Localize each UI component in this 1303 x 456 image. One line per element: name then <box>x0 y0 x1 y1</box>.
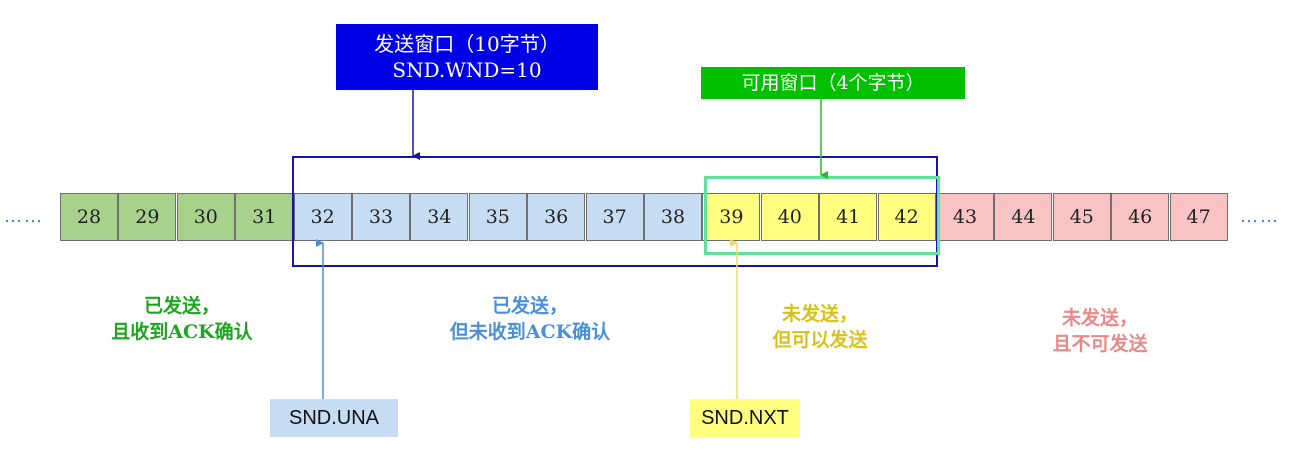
byte-cell: 41 <box>819 193 878 241</box>
caption-unusable-line2: 且不可发送 <box>1052 332 1148 355</box>
byte-cell: 33 <box>352 193 410 241</box>
usable-window-title: 可用窗口（4个字节） <box>741 71 925 94</box>
right-ellipsis: …… <box>1240 206 1280 227</box>
byte-cell: 45 <box>1052 193 1111 241</box>
byte-cell: 44 <box>994 193 1053 241</box>
byte-cell: 40 <box>760 193 819 241</box>
byte-cell: 35 <box>468 193 527 241</box>
byte-cell: 30 <box>176 193 235 241</box>
byte-cell: 39 <box>702 193 761 241</box>
caption-acked: 已发送， 且收到ACK确认 <box>72 294 292 345</box>
snd-nxt-label: SND.NXT <box>690 399 800 437</box>
caption-acked-line2: 且收到ACK确认 <box>111 320 253 343</box>
byte-cell: 47 <box>1169 193 1228 241</box>
snd-nxt-text: SND.NXT <box>701 407 789 429</box>
byte-cell: 34 <box>410 193 469 241</box>
send-window-label: 发送窗口（10字节） SND.WND=10 <box>336 24 598 90</box>
byte-cell: 28 <box>60 193 118 241</box>
byte-cell: 32 <box>293 193 352 241</box>
caption-usable-line1: 未发送， <box>781 303 858 325</box>
caption-acked-line1: 已发送， <box>143 295 220 317</box>
snd-una-text: SND.UNA <box>288 407 379 429</box>
send-window-size: SND.WND=10 <box>392 58 542 82</box>
left-ellipsis: …… <box>4 206 44 227</box>
caption-unusable: 未发送， 且不可发送 <box>1010 306 1190 357</box>
byte-cell: 46 <box>1111 193 1170 241</box>
caption-usable-line2: 但可以发送 <box>772 328 868 351</box>
caption-sent-line1: 已发送， <box>491 295 568 317</box>
byte-cell: 43 <box>936 193 994 241</box>
snd-una-label: SND.UNA <box>270 399 398 437</box>
caption-sent-line2: 但未收到ACK确认 <box>449 320 611 343</box>
byte-cell: 29 <box>118 193 177 241</box>
byte-cell: 36 <box>527 193 586 241</box>
caption-usable: 未发送， 但可以发送 <box>730 302 910 353</box>
caption-unusable-line1: 未发送， <box>1061 307 1138 329</box>
usable-window-label: 可用窗口（4个字节） <box>701 67 965 99</box>
byte-cell: 38 <box>644 193 702 241</box>
send-window-title: 发送窗口（10字节） <box>374 32 560 56</box>
caption-sent: 已发送， 但未收到ACK确认 <box>400 294 660 345</box>
byte-cell: 42 <box>877 193 936 241</box>
byte-cell: 37 <box>585 193 644 241</box>
